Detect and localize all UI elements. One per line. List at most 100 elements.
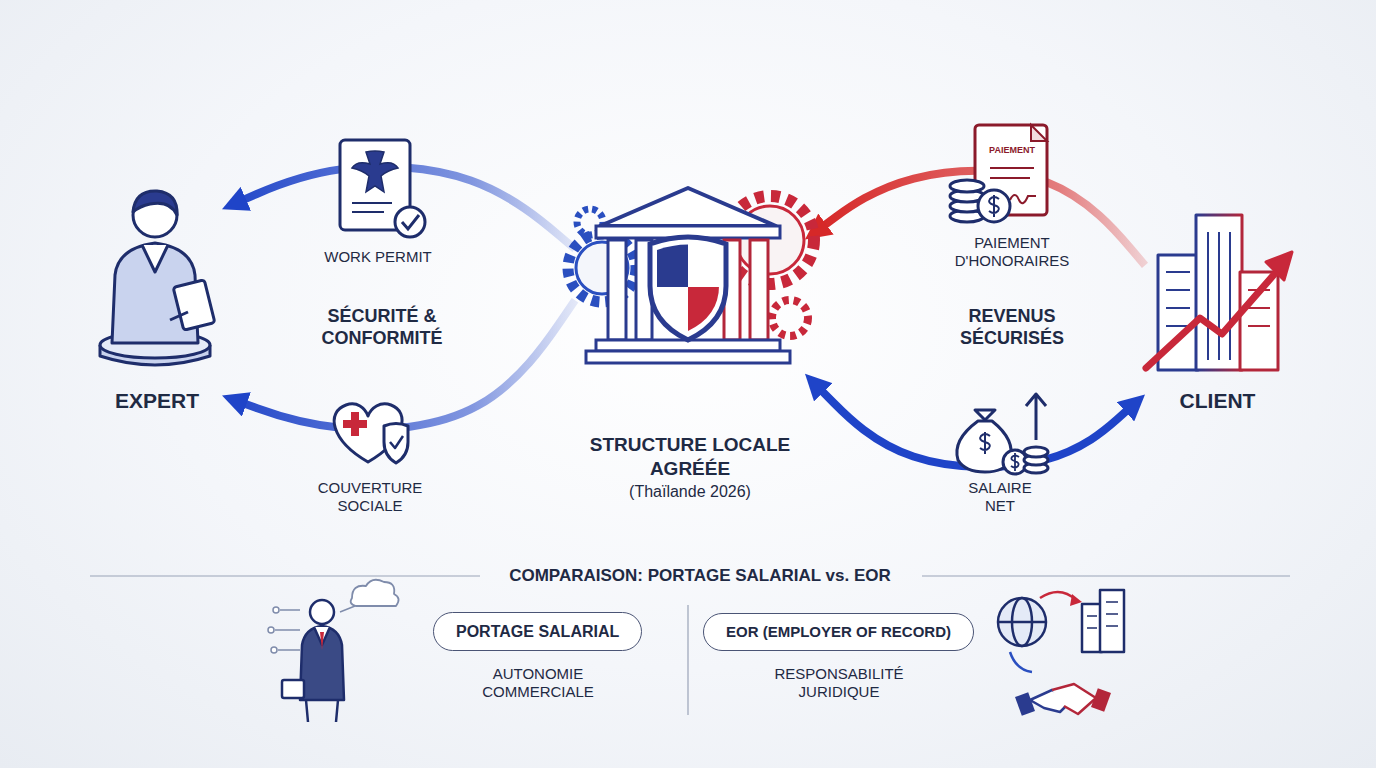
client-icon-part-part	[1248, 325, 1270, 327]
salary-icon-part	[1026, 394, 1046, 440]
flow-label: SÉCURITÉ & CONFORMITÉ	[287, 306, 477, 349]
institution-icon-part-part	[688, 287, 726, 339]
social-cover-icon-part	[390, 436, 403, 448]
freelancer-icon	[268, 580, 399, 722]
expert-icon-part	[173, 280, 215, 330]
divider-lines	[90, 576, 1290, 715]
flow-label: PAIEMENT	[982, 145, 1042, 156]
institution-icon-part-part	[650, 287, 688, 339]
flow-label: PAIEMENT D'HONORAIRES	[932, 234, 1092, 270]
flow-label: COUVERTURE SOCIALE	[305, 479, 435, 515]
institution-node: STRUCTURE LOCALE AGRÉÉE(Thaïlande 2026)	[575, 185, 805, 505]
eor-icon-part	[998, 621, 1046, 624]
node-subtitle: (Thaïlande 2026)	[629, 481, 751, 503]
social-cover-icon	[334, 404, 408, 463]
social-cover-icon-part	[343, 412, 367, 436]
expert-icon	[100, 191, 215, 365]
eor-icon-part	[1100, 590, 1124, 652]
institution-icon-part	[650, 235, 726, 339]
flow-arrow	[243, 300, 575, 429]
client-icon	[1146, 215, 1292, 370]
client-icon-part-part	[1207, 232, 1209, 360]
payment-doc-icon-part	[1031, 125, 1047, 141]
flow-label: AUTONOMIE COMMERCIALE	[463, 665, 613, 701]
divider-lines-part	[90, 575, 480, 576]
eor-icon-part-part	[1106, 625, 1118, 627]
social-cover-icon-part	[384, 424, 408, 464]
eor-icon-part-part	[1106, 613, 1118, 615]
freelancer-icon-part	[351, 580, 399, 606]
work-permit-icon-part	[352, 202, 392, 204]
payment-doc-icon-part	[990, 167, 1034, 169]
work-permit-icon-part	[395, 207, 425, 237]
eor-icon-part	[1010, 652, 1032, 672]
eor-icon-part	[998, 598, 1046, 646]
divider-lines-part	[687, 605, 688, 715]
eor-icon-part-part	[1087, 615, 1097, 617]
salary-icon-part	[1011, 453, 1019, 471]
institution-icon-part	[600, 188, 776, 226]
salary-icon	[957, 394, 1048, 474]
eor-icon-part	[1070, 594, 1082, 606]
expert-icon-part	[142, 245, 168, 272]
client-icon-part-part	[1248, 307, 1270, 309]
freelancer-icon-part	[320, 632, 324, 650]
node-title: EOR (EMPLOYER OF RECORD)	[726, 623, 951, 641]
client-icon-part-part	[1166, 271, 1190, 273]
eor-icon-part-part	[1106, 601, 1118, 603]
payment-doc-icon	[950, 125, 1047, 222]
freelancer-icon-part-part	[275, 629, 300, 631]
pill-box: PORTAGE SALARIAL	[433, 612, 642, 651]
institution-icon-part	[772, 300, 808, 336]
eor-icon-part	[1015, 692, 1035, 716]
flow-label: REVENUS SÉCURISÉS	[932, 306, 1092, 349]
work-permit-icon-part	[352, 151, 398, 192]
institution-icon-part-part	[750, 240, 768, 340]
flow-label: RESPONSABILITÉ JURIDIQUE	[754, 665, 924, 701]
payment-doc-icon-part-part	[978, 190, 1010, 222]
freelancer-icon-part	[310, 600, 334, 624]
flow-label: SALAIRE NET	[960, 479, 1040, 515]
salary-icon-part	[1024, 447, 1048, 457]
client-icon-part	[1266, 252, 1292, 280]
work-permit-icon-part	[402, 215, 419, 229]
freelancer-icon-part	[282, 680, 304, 698]
freelancer-icon-part-part	[278, 649, 300, 651]
node-title: STRUCTURE LOCALE AGRÉÉE	[579, 433, 801, 481]
eor-icon-part	[1052, 684, 1096, 714]
client-icon-part	[1146, 270, 1278, 368]
payment-doc-icon-part	[950, 180, 1010, 222]
work-permit-icon	[340, 140, 425, 237]
freelancer-icon-part-part	[280, 609, 300, 611]
eor-icon-part	[1040, 592, 1076, 600]
pill-box: EOR (EMPLOYER OF RECORD)	[703, 613, 974, 651]
client-icon-part-part	[1166, 307, 1190, 309]
eor-icon	[998, 590, 1124, 716]
client-icon-part-part	[1229, 232, 1231, 360]
eor-icon-part-part	[1087, 627, 1097, 629]
expert-icon-part	[170, 312, 188, 320]
institution-icon-part	[586, 351, 790, 363]
payment-doc-icon-part-part	[950, 180, 984, 192]
flow-arrow	[823, 171, 1145, 266]
eor-icon-part	[1087, 602, 1118, 628]
client-icon-part-part	[1218, 232, 1220, 360]
institution-icon-part-part	[650, 235, 688, 287]
client-icon-part-part	[1166, 289, 1190, 291]
node-title: CLIENT	[1180, 388, 1256, 413]
divider-lines-part	[922, 575, 1290, 576]
section-heading: COMPARAISON: PORTAGE SALARIAL vs. EOR	[485, 566, 915, 586]
institution-icon-part-part	[608, 240, 626, 340]
expert-icon-part	[133, 191, 177, 215]
actor-node: CLIENT	[1145, 210, 1290, 415]
eor-icon-part	[1091, 688, 1111, 712]
work-permit-icon-part	[352, 211, 384, 213]
freelancer-icon-part	[300, 626, 344, 700]
freelancer-icon-part	[306, 700, 338, 722]
institution-icon	[568, 188, 814, 363]
actor-node: EXPERT	[92, 170, 222, 415]
salary-icon-part	[980, 432, 990, 454]
institution-icon-part-part	[688, 235, 726, 287]
